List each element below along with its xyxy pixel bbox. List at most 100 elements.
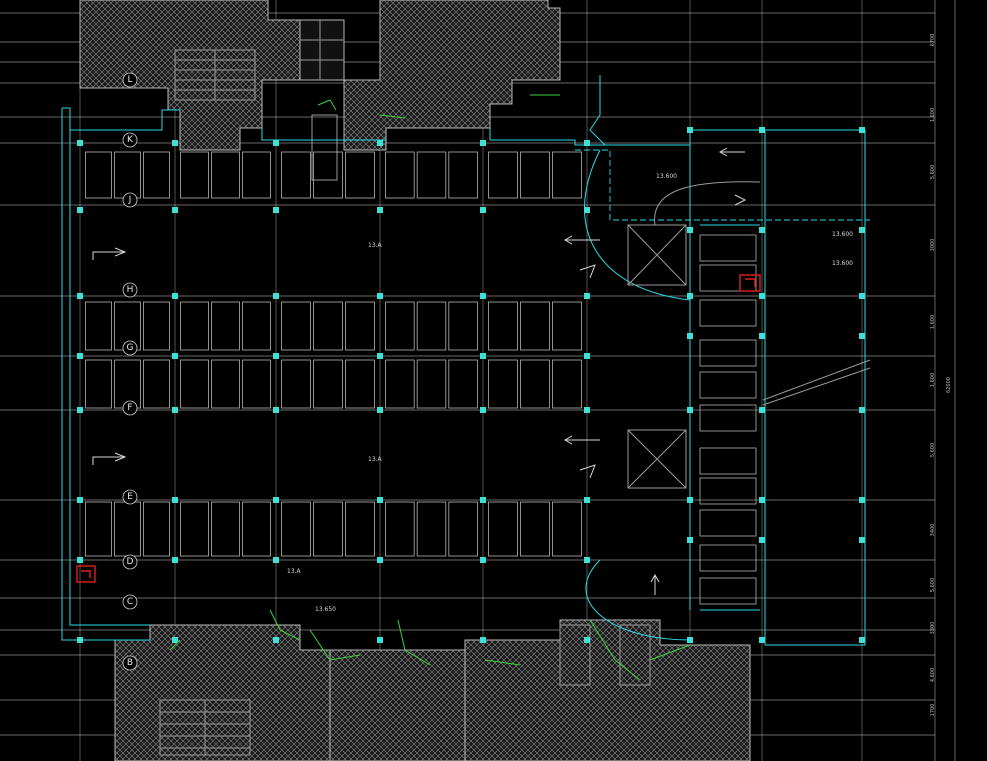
column xyxy=(584,207,590,213)
column xyxy=(687,227,693,233)
column xyxy=(759,497,765,503)
parking-slot xyxy=(345,501,375,557)
parking-slot xyxy=(313,301,343,351)
column xyxy=(584,557,590,563)
column xyxy=(480,407,486,413)
column xyxy=(687,407,693,413)
column xyxy=(687,293,693,299)
grid-bubble-c: C xyxy=(122,594,138,610)
dimension-value: 3000 xyxy=(930,239,936,252)
column xyxy=(77,207,83,213)
grid-bubble-label: G xyxy=(127,343,134,353)
parking-slot xyxy=(385,301,415,351)
column xyxy=(859,333,865,339)
parking-slot xyxy=(242,501,271,557)
column xyxy=(172,407,178,413)
column xyxy=(77,557,83,563)
parking-slot xyxy=(552,301,582,351)
column xyxy=(480,293,486,299)
column xyxy=(77,637,83,643)
traffic-arrows xyxy=(92,147,747,595)
parking-slot xyxy=(552,501,582,557)
elevation-right-upper: 13.600 xyxy=(832,231,853,238)
column xyxy=(687,497,693,503)
grid-bubble-f: F xyxy=(122,400,138,416)
column xyxy=(273,557,279,563)
column xyxy=(377,637,383,643)
column xyxy=(273,407,279,413)
elevation-right-lower: 13.600 xyxy=(832,260,853,267)
parking-slot xyxy=(345,301,375,351)
dimension-value: 6700 xyxy=(930,34,936,47)
parking-slot xyxy=(699,264,757,292)
parking-slot xyxy=(180,151,209,199)
parking-slot xyxy=(281,151,311,199)
parking-slots xyxy=(85,151,582,557)
column xyxy=(759,293,765,299)
parking-slot xyxy=(699,577,757,605)
parking-slot xyxy=(114,359,141,409)
parking-slot xyxy=(143,359,170,409)
grid-bubble-circle xyxy=(122,594,138,610)
slab-outline xyxy=(61,75,870,646)
parking-slot xyxy=(211,301,240,351)
column xyxy=(377,140,383,146)
parking-slot xyxy=(416,359,447,409)
column xyxy=(172,497,178,503)
parking-slot xyxy=(520,359,550,409)
column xyxy=(172,637,178,643)
grid-bubble-circle xyxy=(122,655,138,671)
elevation-drive-upper: 13.A xyxy=(368,242,383,249)
alarm-markers xyxy=(76,274,761,583)
parking-slot xyxy=(699,371,757,399)
parking-slot xyxy=(242,151,271,199)
dimension-value: 4,600 xyxy=(930,668,936,682)
grid-bubble-label: C xyxy=(127,597,133,607)
column xyxy=(377,293,383,299)
grid-bubble-circle xyxy=(122,72,138,88)
dimension-value: 5,600 xyxy=(930,165,936,179)
column xyxy=(584,497,590,503)
column xyxy=(859,407,865,413)
column xyxy=(377,207,383,213)
parking-slot xyxy=(281,359,311,409)
ramp-boxes xyxy=(627,181,871,489)
elevation-labels: 13.600 13.600 13.600 13.650 13.A 13.A 13… xyxy=(287,173,853,613)
grid-bubble-circle xyxy=(122,132,138,148)
parking-slot xyxy=(699,447,757,475)
parking-slot xyxy=(143,501,170,557)
grid-bubble-d: D xyxy=(122,554,138,570)
grid-bubble-label: F xyxy=(127,403,132,413)
parking-slot xyxy=(114,501,141,557)
column xyxy=(480,497,486,503)
parking-slot xyxy=(242,359,271,409)
column xyxy=(759,537,765,543)
parking-slot xyxy=(448,359,478,409)
grid-bubble-label: D xyxy=(127,557,134,567)
dimension-value: 1,600 xyxy=(930,373,936,387)
dimension-value: 1,600 xyxy=(930,315,936,329)
parking-slot xyxy=(699,477,757,505)
column xyxy=(859,293,865,299)
column xyxy=(759,127,765,133)
column xyxy=(859,227,865,233)
parking-slot xyxy=(488,301,518,351)
grid-bubble-label: J xyxy=(128,195,132,205)
column xyxy=(859,637,865,643)
grid-bubble-b: B xyxy=(122,655,138,671)
column xyxy=(77,353,83,359)
parking-slot xyxy=(699,234,757,262)
parking-slot xyxy=(211,359,240,409)
grid-bubble-j: J xyxy=(122,192,138,208)
grid-bubble-label: B xyxy=(127,658,133,668)
grid-bubble-l: L xyxy=(122,72,138,88)
column xyxy=(273,637,279,643)
dimension-total: 62000 xyxy=(946,377,952,393)
column xyxy=(480,207,486,213)
right-dimension-chain: 62000 67001,6005,60030001,6001,6005,6003… xyxy=(930,0,956,761)
parking-slot xyxy=(211,151,240,199)
column xyxy=(273,140,279,146)
column xyxy=(687,537,693,543)
column xyxy=(687,127,693,133)
